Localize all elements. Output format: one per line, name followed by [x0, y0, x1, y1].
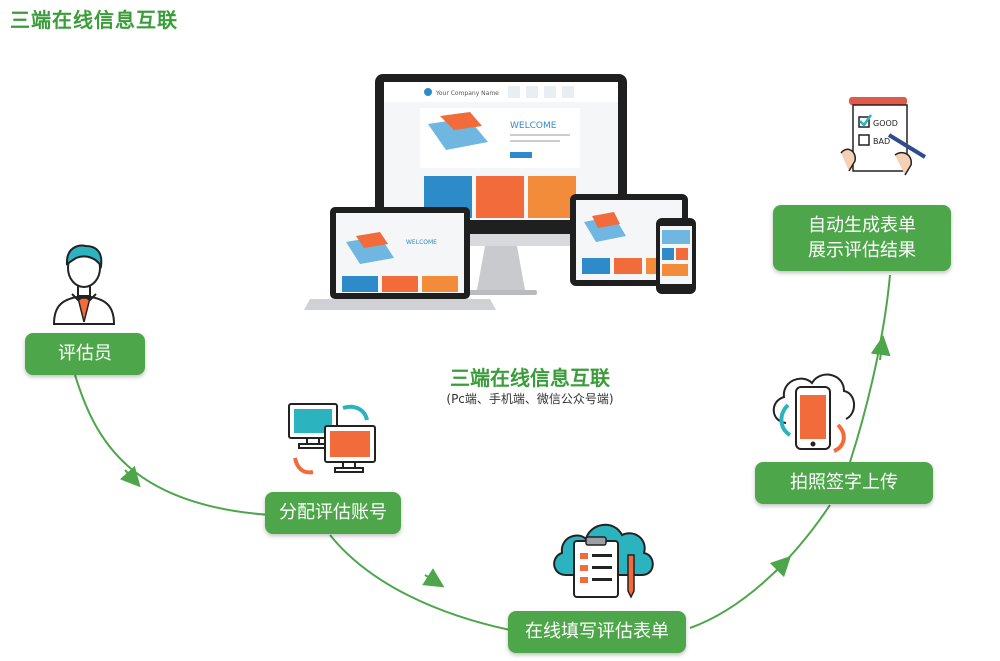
cloud-form-icon	[553, 524, 654, 599]
page-title: 三端在线信息互联	[10, 8, 178, 32]
arrow-3	[769, 555, 792, 578]
connector-3	[689, 504, 831, 629]
laptop: WELCOME	[304, 207, 496, 310]
center-title: 三端在线信息互联	[450, 366, 610, 390]
phone-upload-icon	[772, 373, 855, 453]
checklist-good-label: GOOD	[873, 119, 898, 128]
checklist-bad-label: BAD	[873, 137, 890, 146]
center-subtitle: (Pc端、手机端、微信公众号端)	[446, 392, 614, 406]
step-fill-form-label: 在线填写评估表单	[525, 621, 669, 643]
phone	[656, 218, 696, 294]
computers-exchange-icon	[288, 403, 376, 475]
step-generate-results-line2: 展示评估结果	[808, 240, 916, 261]
step-generate-results-line1: 自动生成表单	[808, 214, 916, 236]
step-assign-account-label: 分配评估账号	[279, 502, 387, 524]
connector-1	[74, 374, 271, 516]
svg-text:WELCOME: WELCOME	[406, 239, 437, 246]
connector-4	[849, 274, 891, 463]
devices-illustration: Your Company Name WELCOME WELCOME	[304, 74, 696, 310]
svg-text:Your Company Name: Your Company Name	[435, 90, 499, 97]
arrow-1	[119, 465, 141, 488]
monitor: Your Company Name WELCOME	[375, 74, 627, 295]
svg-text:WELCOME: WELCOME	[510, 121, 557, 131]
evaluator-avatar-icon	[52, 244, 116, 325]
step-evaluator-label: 评估员	[58, 343, 112, 365]
step-generate-results: 自动生成表单 展示评估结果	[773, 205, 951, 271]
checklist-icon: GOOD BAD	[840, 97, 927, 176]
step-photo-sign-upload: 拍照签字上传	[755, 462, 933, 504]
step-evaluator: 评估员	[25, 333, 145, 375]
arrow-2	[422, 568, 445, 588]
step-photo-sign-upload-label: 拍照签字上传	[790, 472, 898, 494]
step-fill-form: 在线填写评估表单	[508, 611, 686, 653]
connector-2	[329, 534, 511, 631]
arrow-4	[870, 335, 891, 361]
step-assign-account: 分配评估账号	[265, 492, 401, 534]
